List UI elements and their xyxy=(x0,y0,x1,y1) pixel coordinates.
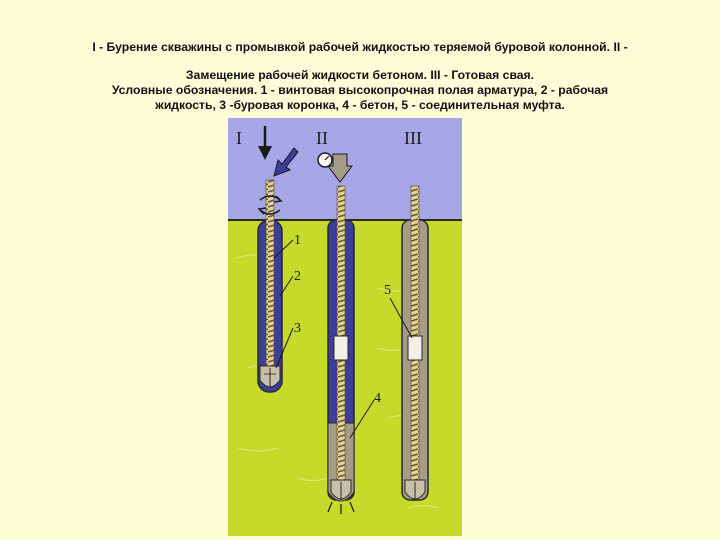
callout-label-3: 3 xyxy=(294,321,301,336)
drill-bit-3 xyxy=(404,479,426,500)
down-arrow-icon xyxy=(258,126,272,160)
figure-caption: I - Бурение скважины с промывкой рабочей… xyxy=(30,40,690,113)
pile-drilling-diagram: I II III 1 xyxy=(228,118,462,536)
leader-line-4 xyxy=(349,399,375,439)
drill-bit-1 xyxy=(259,365,281,388)
leader-line-1 xyxy=(273,239,294,259)
caption-line-2: Замещение рабочей жидкости бетоном. III … xyxy=(185,68,535,82)
rebar-1 xyxy=(265,179,275,367)
fluid-injection-arrow-icon xyxy=(273,147,299,177)
leader-line-5 xyxy=(389,297,413,339)
callout-label-4: 4 xyxy=(374,391,381,406)
stage-label-2: II xyxy=(316,128,328,148)
caption-line-1: I - Бурение скважины с промывкой рабочей… xyxy=(92,40,628,54)
callout-label-1: 1 xyxy=(294,233,301,248)
coupling-2 xyxy=(333,335,349,361)
stage-label-1: I xyxy=(236,128,242,148)
leader-line-2 xyxy=(279,275,294,297)
callout-label-5: 5 xyxy=(384,283,391,298)
leader-line-3 xyxy=(275,327,294,369)
pressure-gauge-icon xyxy=(317,152,353,183)
caption-line-3: Условные обозначения. 1 - винтовая высок… xyxy=(111,83,609,97)
caption-line-4: жидкость, 3 -буровая коронка, 4 - бетон,… xyxy=(155,98,565,112)
callout-label-2: 2 xyxy=(294,269,301,284)
stage-label-3: III xyxy=(404,128,422,148)
coupling-3 xyxy=(407,335,423,361)
drill-bit-2 xyxy=(327,479,355,514)
rotation-icon xyxy=(257,195,283,215)
